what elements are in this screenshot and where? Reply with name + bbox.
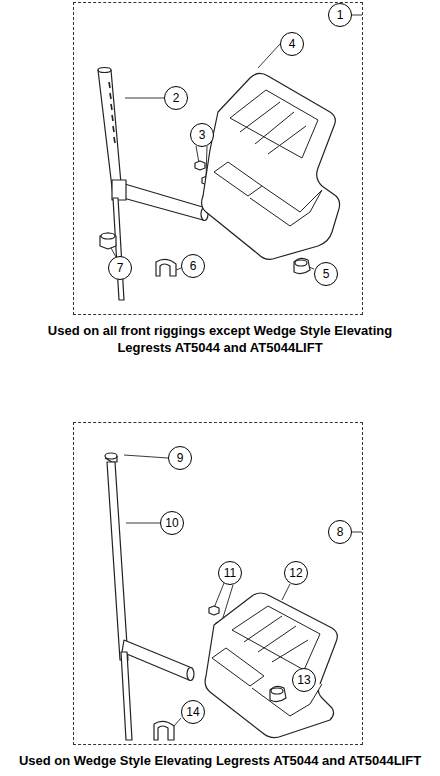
callout-number: 6 [190,260,197,272]
callout-number: 9 [177,452,184,464]
callout-circle: 12 [284,561,308,585]
callout-circle: 1 [328,3,352,27]
callout-number: 3 [199,129,206,141]
callout-number: 7 [117,262,124,274]
callout-number: 8 [337,526,344,538]
callout-number: 12 [289,567,302,579]
callout-circle: 2 [164,86,188,110]
callout-number: 1 [337,9,344,21]
callout-circle: 4 [280,32,304,56]
callout-circle: 13 [292,668,316,692]
callout-circle: 3 [190,123,214,147]
kit-group-box: Used on all front riggings except Wedge … [73,2,363,315]
callout-circle: 7 [108,256,132,280]
usage-caption: Used on all front riggings except Wedge … [20,322,420,356]
usage-caption: Used on Wedge Style Elevating Legrests A… [2,752,438,769]
callout-number: 5 [323,268,330,280]
callout-number: 2 [173,92,180,104]
callout-circle: 5 [314,262,338,286]
callout-number: 14 [186,706,199,718]
callout-circle: 11 [218,561,242,585]
kit-group-box: Used on Wedge Style Elevating Legrests A… [73,422,363,745]
callout-number: 13 [297,674,310,686]
callout-number: 10 [165,517,178,529]
callout-circle: 6 [181,254,205,278]
callout-circle: 9 [168,446,192,470]
callout-circle: 10 [160,511,184,535]
callout-number: 11 [224,567,236,579]
callout-circle: 14 [181,700,205,724]
callout-number: 4 [289,38,296,50]
callout-circle: 8 [328,520,352,544]
